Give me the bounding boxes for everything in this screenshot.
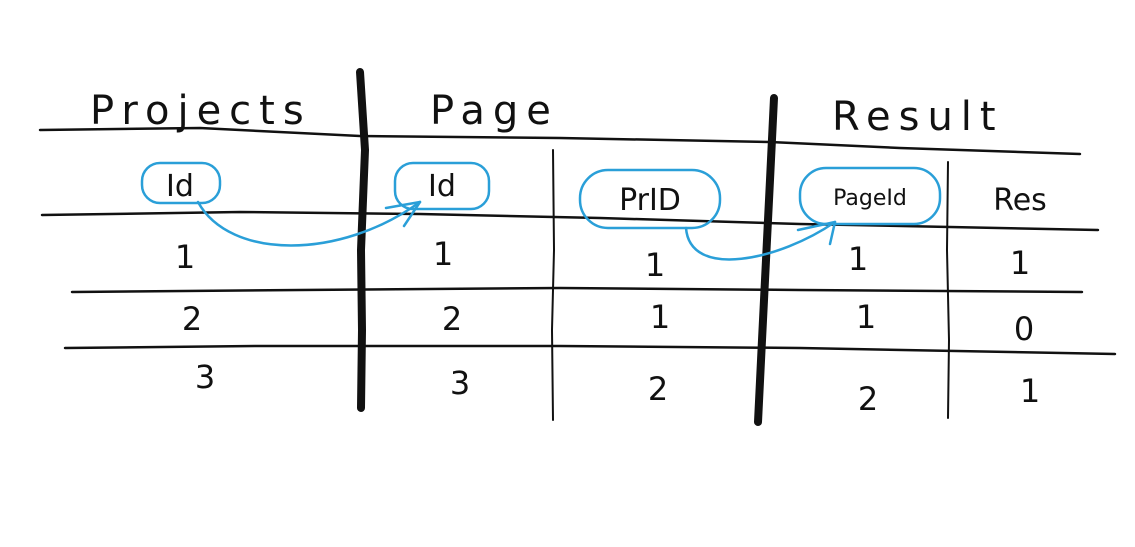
cell-result-res-row1: 1 — [1010, 244, 1030, 282]
arrow-head-result-pageid — [796, 220, 837, 246]
cell-page-id-row2: 2 — [442, 300, 462, 338]
column-header-result-res: Res — [993, 183, 1047, 218]
column-header-projects-id: Id — [166, 169, 194, 204]
row-line-1 — [40, 210, 1100, 232]
cell-projects-id-row3: 3 — [195, 358, 215, 396]
highlight-page-id — [393, 161, 491, 211]
cell-result-pageid-row3: 2 — [858, 380, 878, 418]
cell-projects-id-row1: 1 — [175, 238, 195, 276]
highlight-projects-id — [140, 161, 222, 205]
table-title-result: Result — [832, 94, 1004, 140]
table-title-projects: Projects — [90, 88, 312, 134]
highlight-page-prid — [578, 168, 722, 230]
arrow-page-prid-to-result-pageid — [684, 220, 837, 261]
table-grid — [38, 68, 1117, 426]
cell-page-id-row1: 1 — [433, 235, 453, 273]
column-header-result-pageid: PageId — [833, 186, 907, 211]
cell-page-prid-row2: 1 — [650, 298, 670, 336]
row-line-3 — [63, 344, 1117, 356]
key-highlights — [140, 161, 942, 230]
cell-page-prid-row3: 2 — [648, 370, 668, 408]
relation-arrows — [196, 200, 837, 261]
column-divider-result — [945, 161, 951, 419]
cell-result-pageid-row2: 1 — [856, 298, 876, 336]
column-header-page-id: Id — [428, 169, 456, 204]
table-divider-2 — [754, 94, 778, 426]
row-line-2 — [70, 286, 1084, 294]
cell-projects-id-row2: 2 — [182, 300, 202, 338]
cell-page-id-row3: 3 — [450, 364, 470, 402]
column-divider-page — [550, 149, 556, 421]
arrow-projects-id-to-page-id — [196, 200, 422, 247]
table-divider-1 — [356, 68, 370, 412]
arrow-head-page-id — [384, 200, 422, 228]
cell-result-pageid-row1: 1 — [848, 240, 868, 278]
cell-result-res-row3: 1 — [1020, 372, 1040, 410]
cell-result-res-row2: 0 — [1014, 310, 1034, 348]
highlight-result-pageid — [798, 166, 942, 226]
table-title-page: Page — [430, 88, 559, 134]
header-underline — [38, 126, 1082, 156]
column-header-page-prid: PrID — [619, 183, 681, 218]
cell-page-prid-row1: 1 — [645, 246, 665, 284]
